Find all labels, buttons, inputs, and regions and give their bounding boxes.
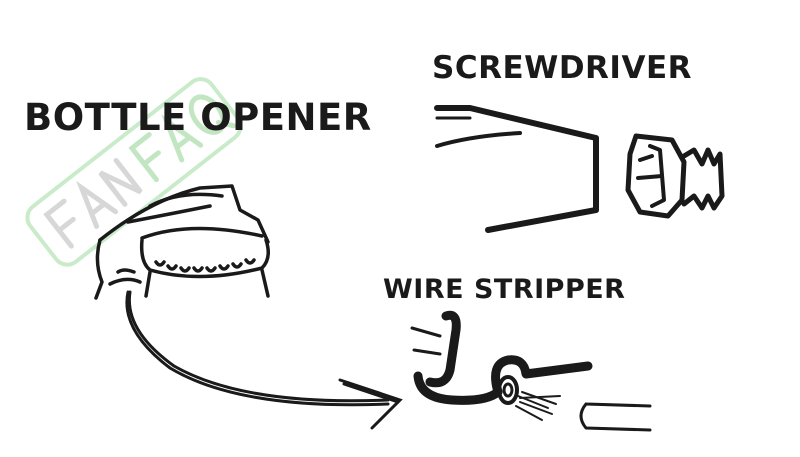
wire-stripper-label: WIRE STRIPPER	[383, 274, 626, 305]
bottle-cap-illustration	[94, 184, 270, 300]
screwdriver-label: SCREWDRIVER	[432, 50, 692, 86]
watermark-logo	[25, 77, 243, 267]
bottle-opener-label: BOTTLE OPENER	[24, 96, 372, 139]
wire-stripper-illustration	[410, 310, 652, 432]
curved-arrow	[125, 290, 403, 430]
screw-illustration	[625, 133, 725, 219]
screwdriver-tip-illustration	[434, 105, 599, 233]
